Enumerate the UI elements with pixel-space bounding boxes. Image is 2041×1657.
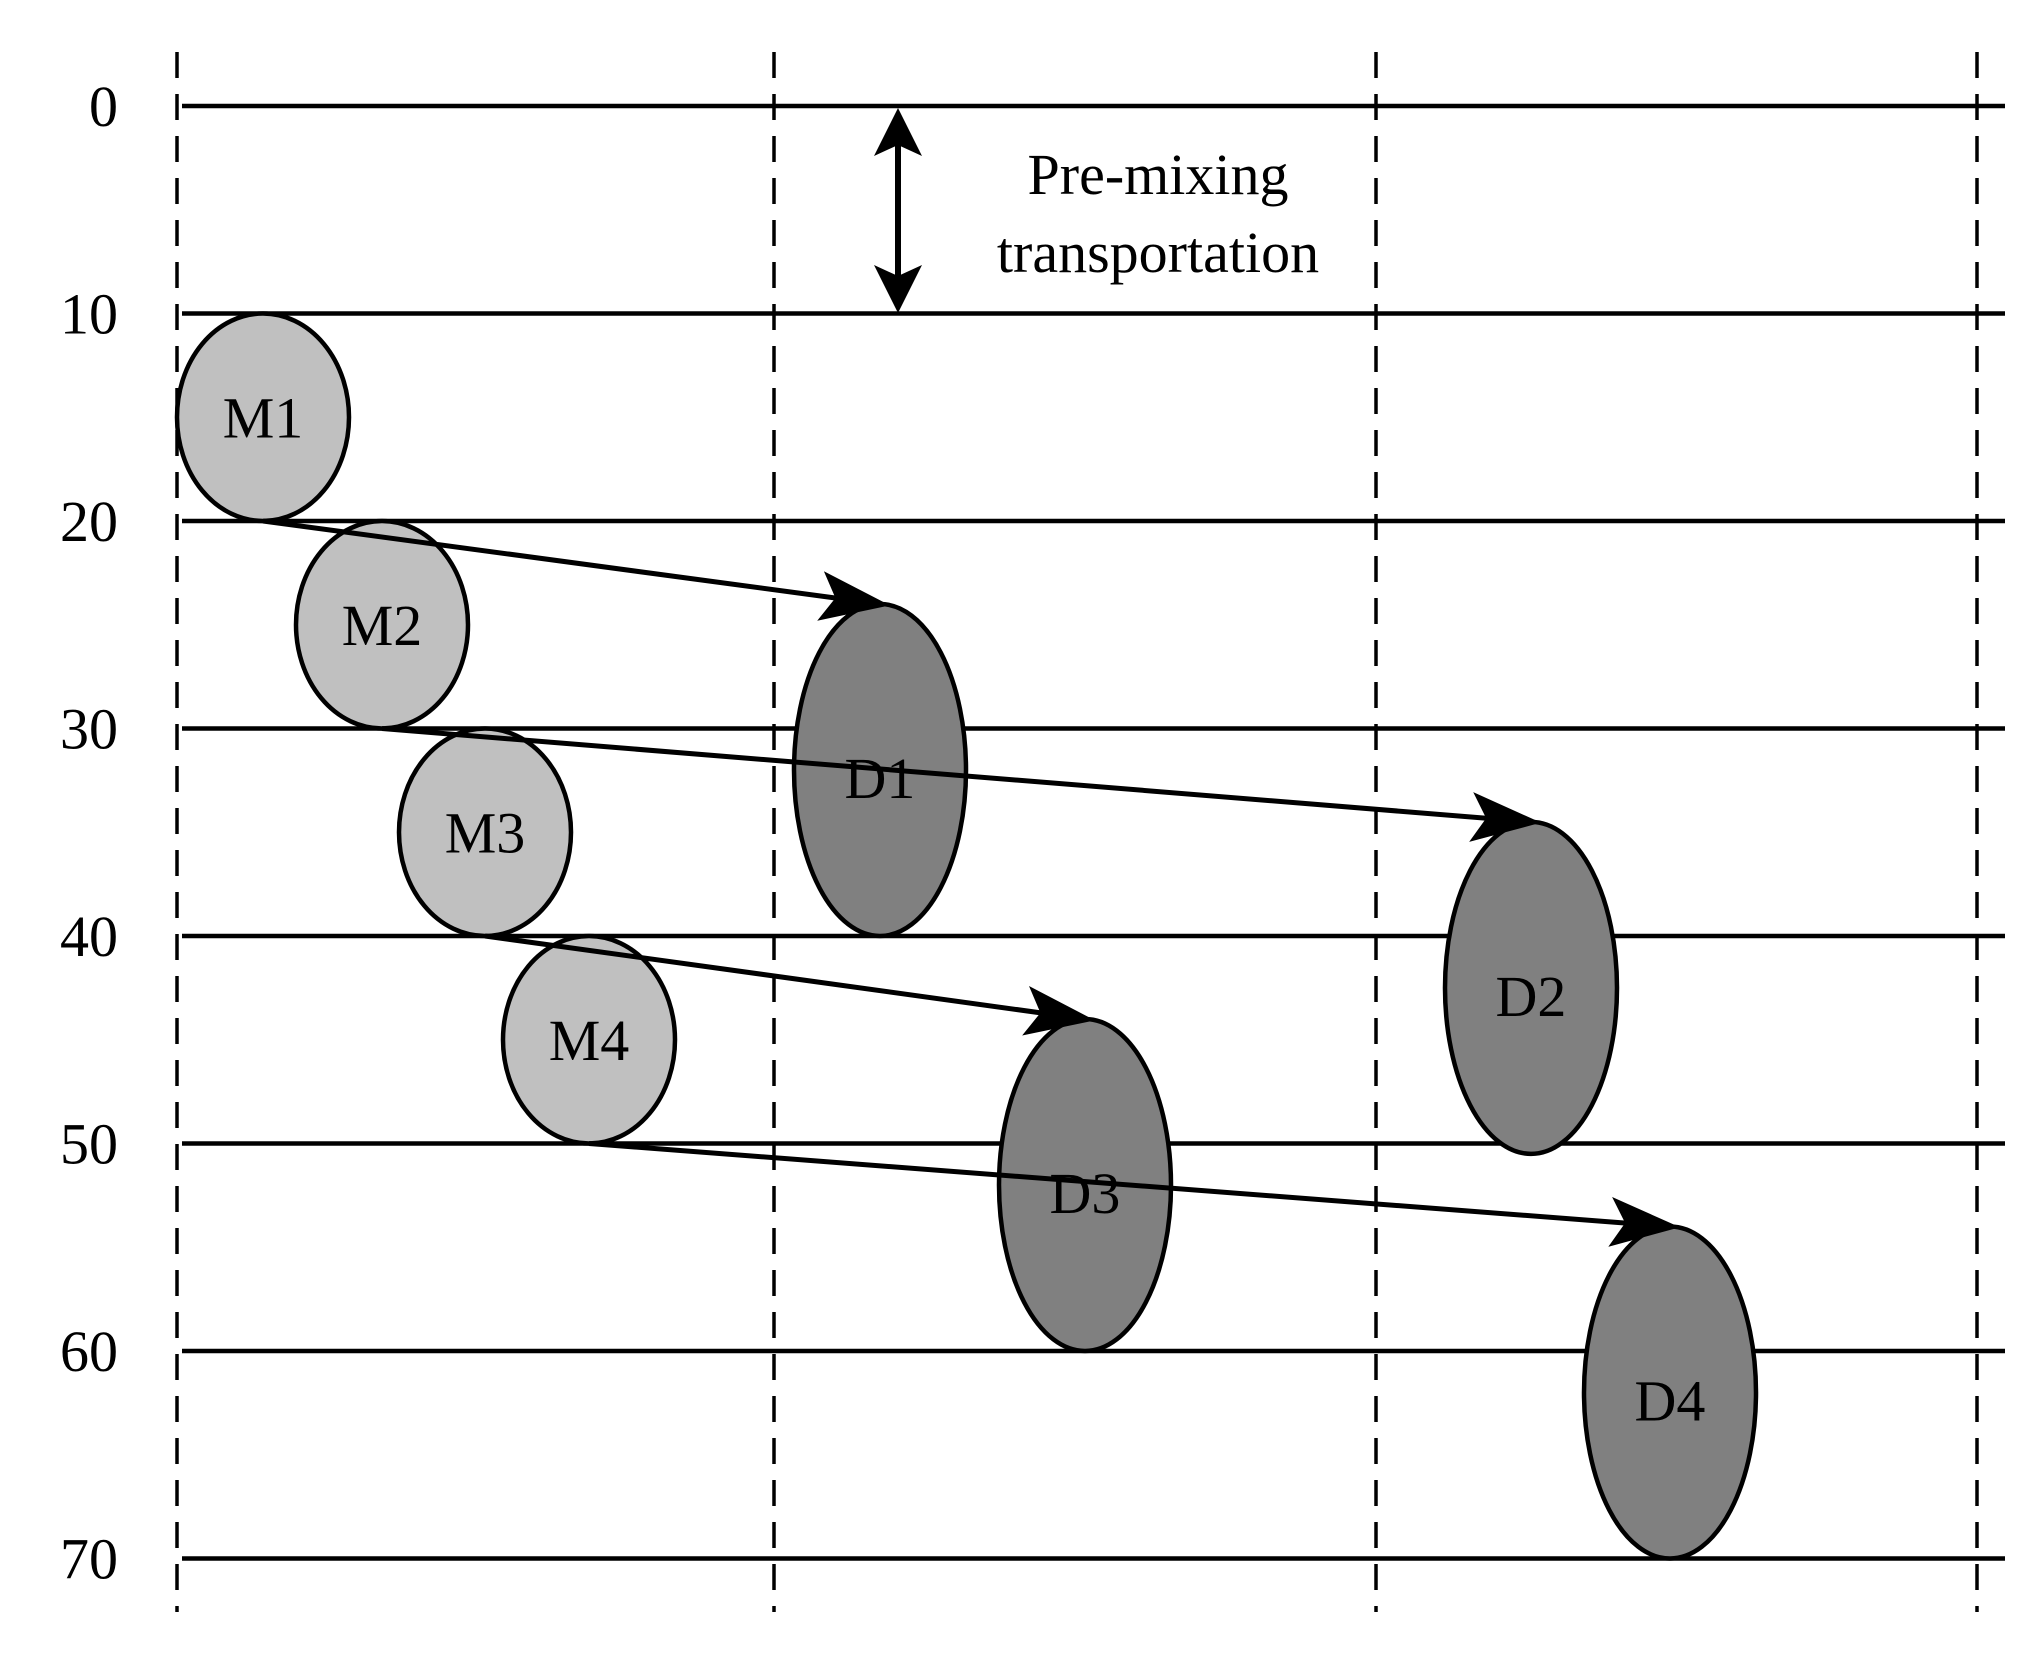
mix-node-m4: M4 — [500, 933, 678, 1146]
pre-mixing-annotation: Pre-mixing transportation — [874, 108, 1319, 313]
tick-label-0: 0 — [89, 74, 118, 139]
tick-label-40: 40 — [60, 904, 118, 969]
arrow-up-head — [874, 108, 922, 156]
annotation-line-2: transportation — [997, 220, 1319, 285]
tick-label-50: 50 — [60, 1112, 118, 1177]
delivery-node-label: D3 — [1050, 1161, 1121, 1226]
delivery-node-d2: D2 — [1442, 819, 1620, 1157]
mix-node-label: M1 — [223, 385, 304, 450]
mix-node-label: M2 — [342, 593, 423, 658]
delivery-node-d4: D4 — [1581, 1224, 1759, 1561]
delivery-node-label: D1 — [845, 746, 916, 811]
flows — [262, 518, 1680, 1247]
annotation-line-1: Pre-mixing — [1028, 142, 1289, 207]
grid — [175, 52, 2005, 1612]
delivery-node-label: D4 — [1635, 1369, 1706, 1434]
time-axis: 0 10 20 30 40 50 60 70 — [60, 74, 118, 1592]
arrow-down-head — [874, 265, 922, 313]
mix-node-label: M4 — [549, 1008, 630, 1073]
delivery-node-label: D2 — [1496, 964, 1567, 1029]
tick-label-70: 70 — [60, 1527, 118, 1592]
mix-node-m1: M1 — [174, 311, 352, 524]
mix-node-label: M3 — [445, 800, 526, 865]
flow-arrow-m3-d3 — [484, 933, 1095, 1036]
tick-label-60: 60 — [60, 1319, 118, 1384]
flow-arrow-m2-d2 — [381, 726, 1541, 842]
mix-node-m2: M2 — [293, 518, 471, 731]
tick-label-30: 30 — [60, 697, 118, 762]
flow-arrow-m4-d4 — [588, 1141, 1680, 1247]
tick-label-20: 20 — [60, 489, 118, 554]
mix-node-m3: M3 — [396, 726, 574, 939]
flow-arrow-m1-d1 — [262, 518, 890, 621]
tick-label-10: 10 — [60, 282, 118, 347]
